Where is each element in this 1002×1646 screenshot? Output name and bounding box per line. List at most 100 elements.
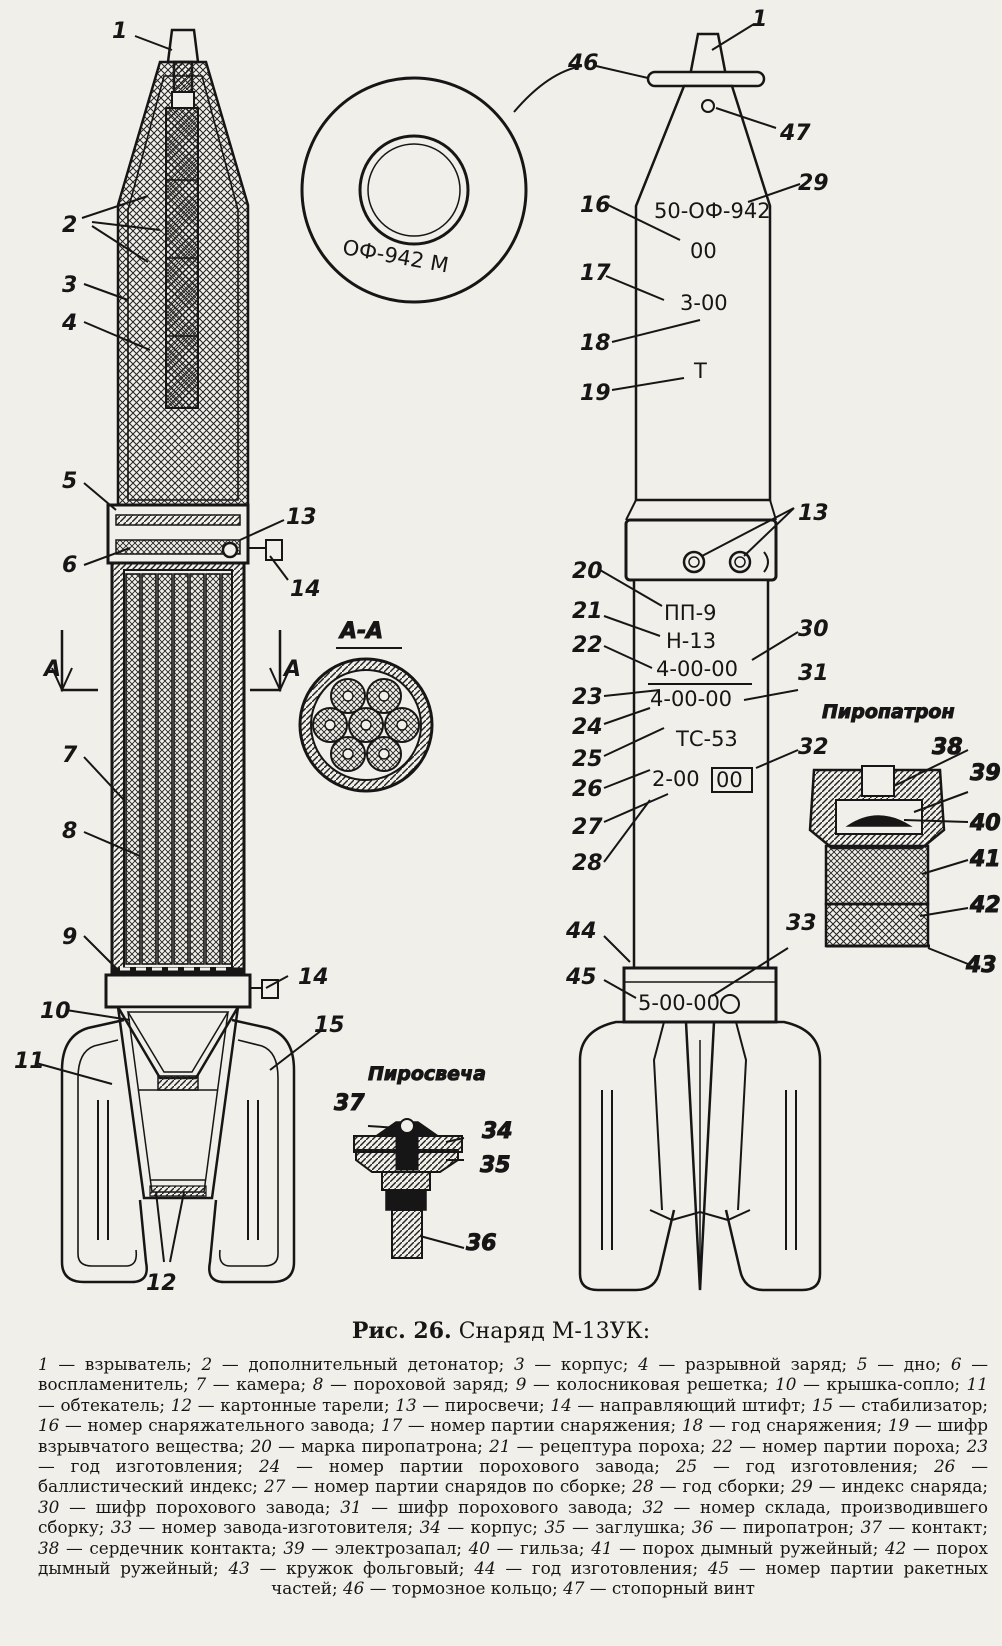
label-25: 25	[572, 747, 603, 772]
legend-item: 3 — корпус;	[513, 1354, 629, 1374]
legend-item: 28 — год сборки;	[632, 1476, 786, 1497]
pyro-cartridge-title: Пиропатрон	[822, 701, 955, 723]
legend-text: корпус;	[560, 1354, 629, 1374]
legend-text: баллистический индекс;	[38, 1476, 258, 1497]
legend-text: колосниковая решетка;	[556, 1374, 769, 1395]
legend-number: 23	[966, 1435, 989, 1456]
legend-text: камера;	[236, 1374, 307, 1395]
legend: 1 — взрыватель; 2 — дополнительный детон…	[38, 1354, 988, 1599]
label-9: 9	[62, 925, 77, 950]
legend-item: 25 — год изготовления;	[675, 1456, 919, 1477]
legend-item: 32 — номер склада, производившего сборку…	[38, 1496, 989, 1538]
legend-number: 18	[681, 1415, 704, 1436]
pyro-candle-title: Пиросвеча	[368, 1063, 486, 1085]
legend-item: 5 — дно;	[856, 1354, 942, 1374]
section-title: А-А	[338, 619, 383, 644]
legend-text: порох дымный ружейный;	[38, 1537, 988, 1579]
legend-item: 37 — контакт;	[860, 1517, 988, 1538]
label-18: 18	[580, 331, 611, 356]
legend-number: 25	[675, 1456, 698, 1477]
legend-number: 2	[201, 1354, 213, 1374]
label-13b: 13	[798, 501, 829, 526]
legend-item: 36 — пиропатрон;	[691, 1517, 855, 1538]
legend-item: 29 — индекс снаряда;	[791, 1476, 989, 1497]
label-39: 39	[970, 761, 1001, 786]
legend-item: 10 — крышка-сопло;	[775, 1374, 960, 1395]
label-47: 47	[779, 121, 811, 146]
legend-text: стопорный винт	[611, 1578, 755, 1599]
marking-squib: ПП-9	[664, 601, 717, 625]
label-40: 40	[969, 811, 1001, 836]
legend-item: 27 — номер партии снарядов по сборке;	[263, 1476, 627, 1497]
label-15: 15	[314, 1013, 345, 1038]
legend-text: номер завода-изготовителя;	[161, 1517, 414, 1538]
brake-ring	[646, 70, 766, 88]
legend-item: 45 — номер партии ракетных частей;	[271, 1558, 988, 1599]
legend-item: 15 — стабилизатор;	[811, 1394, 989, 1415]
label-27: 27	[572, 815, 603, 840]
label-8: 8	[62, 819, 77, 844]
label-19: 19	[580, 381, 611, 406]
legend-item: 7 — камера;	[195, 1374, 307, 1395]
marking-powder-lot: 4-00-00	[656, 657, 738, 681]
marking-warehouse: 00	[716, 768, 743, 792]
label-6: 6	[62, 553, 77, 578]
fuze	[166, 28, 200, 64]
legend-number: 45	[707, 1558, 730, 1579]
legend-number: 42	[885, 1537, 907, 1558]
legend-text: индекс снаряда;	[841, 1476, 989, 1497]
label-38: 38	[932, 735, 963, 760]
label-41: 41	[969, 847, 1001, 872]
legend-number: 27	[263, 1476, 286, 1497]
legend-item: 39 — электрозапал;	[283, 1537, 463, 1558]
legend-number: 35	[544, 1517, 566, 1538]
powder-sticks	[125, 573, 233, 965]
stabilizer-right	[208, 1018, 296, 1284]
legend-number: 16	[38, 1415, 60, 1436]
legend-item: 44 — год изготовления;	[474, 1558, 699, 1579]
stabilizer-left	[60, 1018, 148, 1284]
label-1a: 1	[112, 19, 127, 44]
marking-assembly: 2-00	[652, 767, 700, 791]
label-13a: 13	[286, 505, 317, 530]
legend-number: 4	[638, 1354, 649, 1374]
marking-ballistic: ТС-53	[675, 727, 738, 751]
legend-text: шифр порохового завода;	[95, 1496, 331, 1517]
legend-item: 12 — картонные тарели;	[170, 1394, 390, 1415]
label-5: 5	[62, 469, 77, 494]
label-10: 10	[40, 999, 71, 1024]
legend-item: 4 — разрывной заряд;	[638, 1354, 848, 1374]
label-23: 23	[572, 685, 603, 710]
legend-text: год изготовления;	[745, 1456, 919, 1477]
legend-number: 14	[550, 1394, 572, 1415]
legend-number: 6	[950, 1354, 962, 1374]
label-20: 20	[572, 559, 603, 584]
label-46: 46	[567, 51, 599, 76]
legend-number: 31	[340, 1496, 362, 1517]
legend-item: 1 — взрыватель;	[38, 1354, 192, 1374]
legend-text: электрозапал;	[334, 1537, 463, 1558]
legend-text: крышка-сопло;	[826, 1374, 960, 1395]
fuze-external	[688, 32, 728, 78]
legend-text: взрыватель;	[84, 1354, 192, 1374]
legend-item: 33 — номер завода-изготовителя;	[110, 1517, 414, 1538]
legend-text: заглушка;	[595, 1517, 686, 1538]
label-2: 2	[62, 213, 77, 238]
marking-explosive: Т	[693, 359, 707, 383]
legend-text: год изготовления;	[531, 1558, 699, 1579]
legend-item: 40 — гильза;	[468, 1537, 585, 1558]
label-42: 42	[969, 893, 1001, 918]
legend-item: 42 — порох дымный ружейный;	[38, 1537, 988, 1579]
label-31: 31	[798, 661, 829, 686]
legend-text: направляющий штифт;	[599, 1394, 807, 1415]
legend-text: корпус;	[470, 1517, 538, 1538]
legend-number: 13	[395, 1394, 417, 1415]
marking-lot: 00	[690, 239, 717, 263]
legend-text: номер склада, производившего сборку;	[38, 1496, 989, 1538]
legend-item: 22 — номер партии пороха;	[711, 1435, 961, 1456]
legend-number: 19	[887, 1415, 910, 1436]
legend-item: 13 — пиросвечи;	[395, 1394, 545, 1415]
label-30: 30	[798, 617, 829, 642]
legend-item: 34 — корпус;	[419, 1517, 538, 1538]
legend-text: кружок фольговый;	[286, 1558, 465, 1579]
